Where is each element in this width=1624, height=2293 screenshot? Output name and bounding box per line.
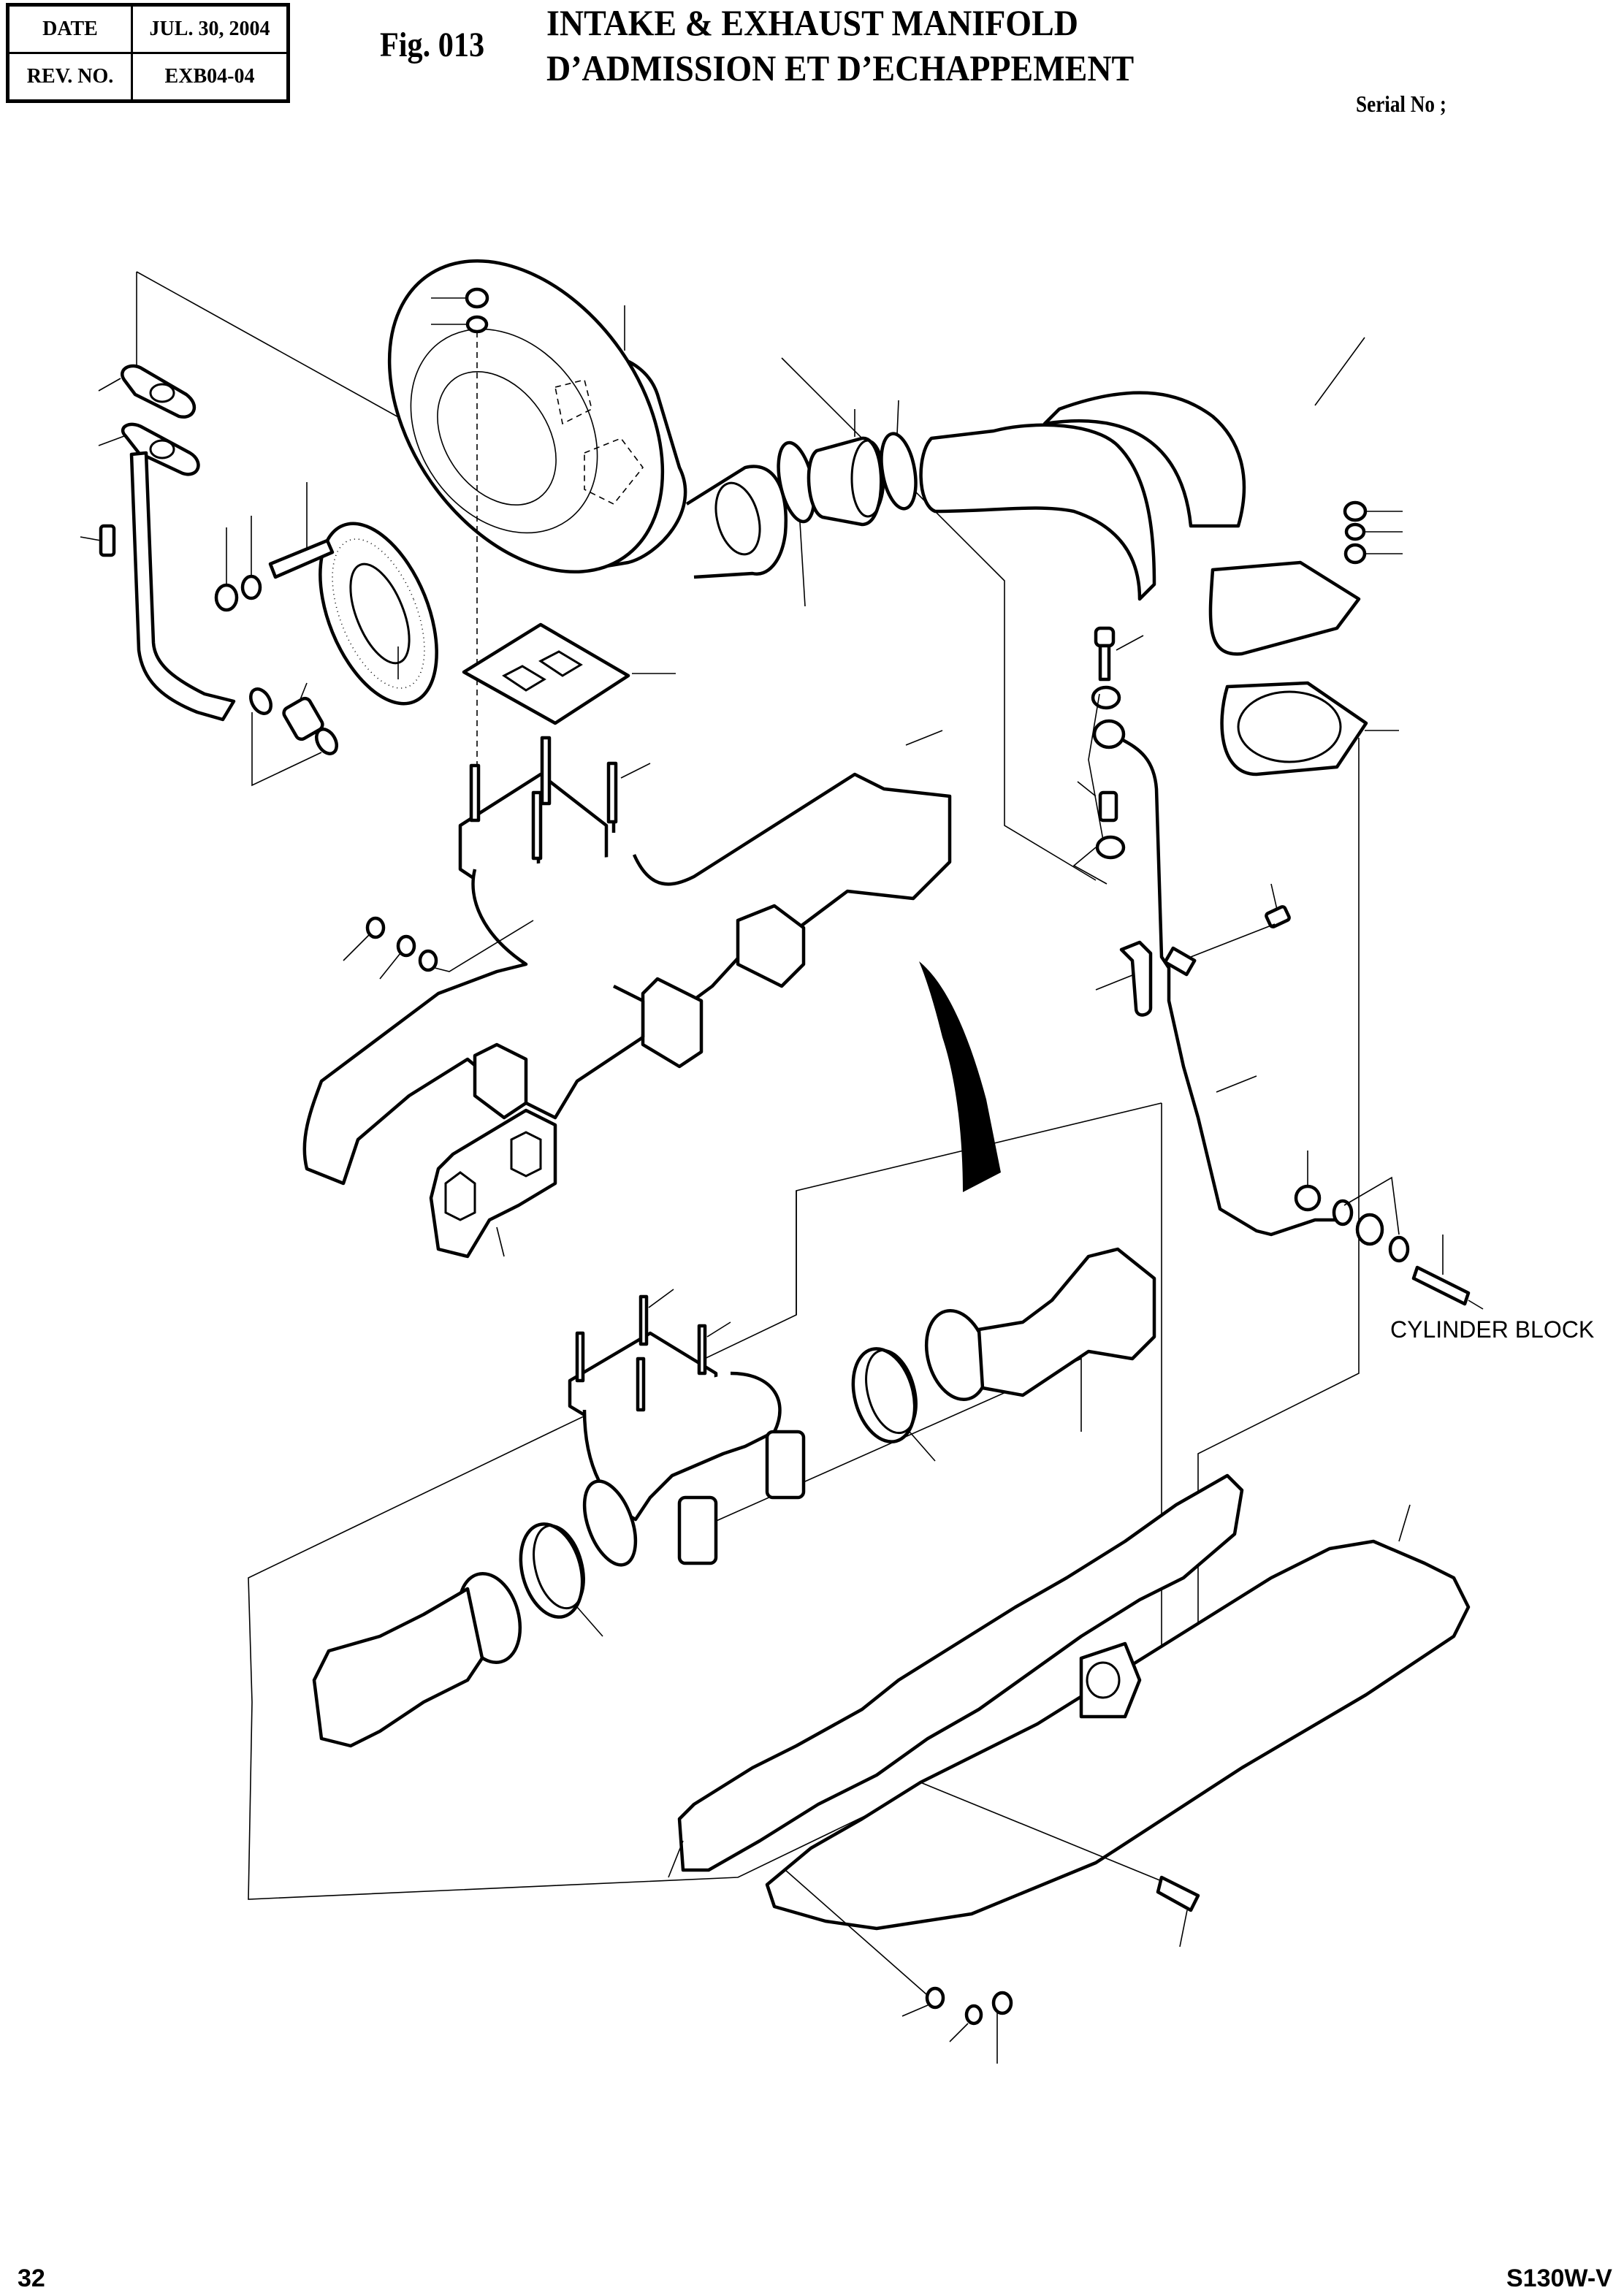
oil-feed-line[interactable] xyxy=(1092,719,1337,1237)
bracket[interactable] xyxy=(1095,940,1153,1017)
date-row: DATE JUL. 30, 2004 xyxy=(7,4,289,54)
manifold-nut[interactable] xyxy=(343,916,386,961)
manifold-lock-washer[interactable] xyxy=(379,934,416,980)
connector-adapter[interactable] xyxy=(1077,781,1118,823)
center-section-studs[interactable] xyxy=(575,1289,731,1412)
intake-lock-washer[interactable] xyxy=(949,2004,983,2042)
figure-number: Fig. 013 xyxy=(380,26,485,64)
oil-line-nut[interactable] xyxy=(1294,1151,1322,1212)
date-label: DATE xyxy=(7,4,133,54)
elbow-lock-washer[interactable] xyxy=(1344,522,1403,541)
exhaust-manifold-gasket[interactable] xyxy=(429,1108,557,1259)
oil-drain-bolt[interactable] xyxy=(80,524,116,557)
banjo-bolt[interactable] xyxy=(1094,626,1144,682)
intake-hose-clamp-2[interactable] xyxy=(876,400,920,511)
elbow-flange-gasket[interactable] xyxy=(1220,681,1399,777)
turbo-nut[interactable] xyxy=(214,527,239,612)
revision-info-table: DATE JUL. 30, 2004 REV. NO. EXB04-04 xyxy=(6,3,290,103)
page-title-french: D’ADMISSION ET D’ECHAPPEMENT xyxy=(546,47,1135,88)
drain-hose-clamps[interactable] xyxy=(247,682,341,787)
revision-value: EXB04-04 xyxy=(131,52,289,102)
banjo-washer-upper[interactable] xyxy=(1091,685,1121,710)
turbocharger[interactable] xyxy=(333,210,788,623)
turbo-stud[interactable] xyxy=(268,482,335,579)
page-number: 32 xyxy=(18,2265,45,2292)
intake-washer[interactable] xyxy=(901,1986,945,2017)
oil-line-washer-1[interactable] xyxy=(1332,1199,1354,1226)
washer-leader xyxy=(1072,847,1108,885)
oil-drain-tube[interactable] xyxy=(98,422,236,722)
oil-line-eye[interactable] xyxy=(1355,1213,1384,1246)
revision-label: REV. NO. xyxy=(7,52,133,102)
exhaust-end-section-right[interactable] xyxy=(917,1247,1156,1406)
seal-ring-right[interactable] xyxy=(844,1342,936,1462)
top-washer[interactable] xyxy=(431,315,489,334)
intake-hose[interactable] xyxy=(807,409,885,527)
elbow-washer[interactable] xyxy=(1343,543,1403,565)
oil-line-washer-2[interactable] xyxy=(1343,1176,1410,1263)
intake-manifold[interactable] xyxy=(765,1504,1471,1931)
top-nut[interactable] xyxy=(431,287,489,309)
intake-manifold-gasket[interactable] xyxy=(668,1473,1244,1878)
exhaust-center-section[interactable] xyxy=(568,1331,806,1572)
banjo-washer-lower[interactable] xyxy=(1088,693,1126,860)
line-clamp-bolt[interactable] xyxy=(1190,883,1291,958)
elbow-nut[interactable] xyxy=(1343,500,1403,522)
date-value: JUL. 30, 2004 xyxy=(131,4,289,54)
connector-stud[interactable] xyxy=(1411,1235,1484,1310)
seal-ring-left[interactable] xyxy=(511,1517,603,1637)
turbo-washer[interactable] xyxy=(240,516,262,600)
serial-number-label: Serial No ; xyxy=(1356,91,1446,117)
exhaust-end-section-left[interactable] xyxy=(312,1567,530,1748)
manifold-studs[interactable] xyxy=(469,736,651,861)
line-clamp[interactable] xyxy=(1163,946,1197,977)
indicator-arrow xyxy=(919,961,1001,1192)
revision-row: REV. NO. EXB04-04 xyxy=(7,52,289,102)
page-title-english: INTAKE & EXHAUST MANIFOLD xyxy=(546,2,1078,43)
manifold-washer[interactable] xyxy=(418,920,534,972)
oil-drain-gasket[interactable] xyxy=(98,364,196,419)
intake-nut[interactable] xyxy=(991,1991,1013,2064)
exhaust-manifold[interactable] xyxy=(302,730,952,1186)
cylinder-block-label: CYLINDER BLOCK xyxy=(1390,1316,1595,1343)
turbo-flange-gasket[interactable] xyxy=(297,507,460,720)
intake-flange-bolt[interactable] xyxy=(920,1782,1200,1947)
stud-alignment-line xyxy=(785,1869,927,1995)
intake-elbow-pipe[interactable] xyxy=(919,337,1365,656)
exhaust-flange-gasket[interactable] xyxy=(462,622,676,725)
model-number: S130W-V xyxy=(1506,2265,1612,2292)
